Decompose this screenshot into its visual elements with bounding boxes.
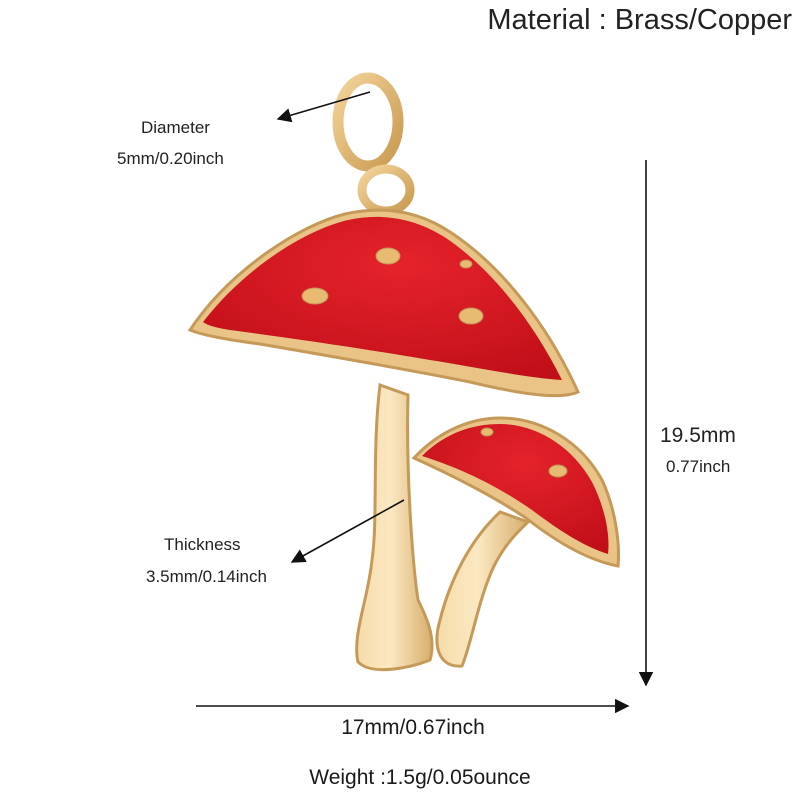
mushroom-stems [355, 382, 531, 672]
height-mm-value: 19.5mm [660, 424, 736, 447]
diameter-value: 5mm/0.20inch [117, 149, 224, 168]
weight-label: Weight :1.5g/0.05ounce [309, 766, 531, 789]
width-value: 17mm/0.67inch [341, 716, 485, 739]
thickness-arrow [290, 499, 405, 563]
thickness-value: 3.5mm/0.14inch [146, 567, 267, 586]
height-inch-value: 0.77inch [666, 457, 731, 476]
material-label: Material : Brass/Copper [487, 4, 792, 36]
diameter-arrow [276, 91, 371, 123]
small-mushroom-cap [411, 416, 620, 568]
large-mushroom-cap [187, 208, 580, 398]
diameter-label: Diameter [141, 118, 210, 137]
thickness-label: Thickness [164, 535, 241, 554]
